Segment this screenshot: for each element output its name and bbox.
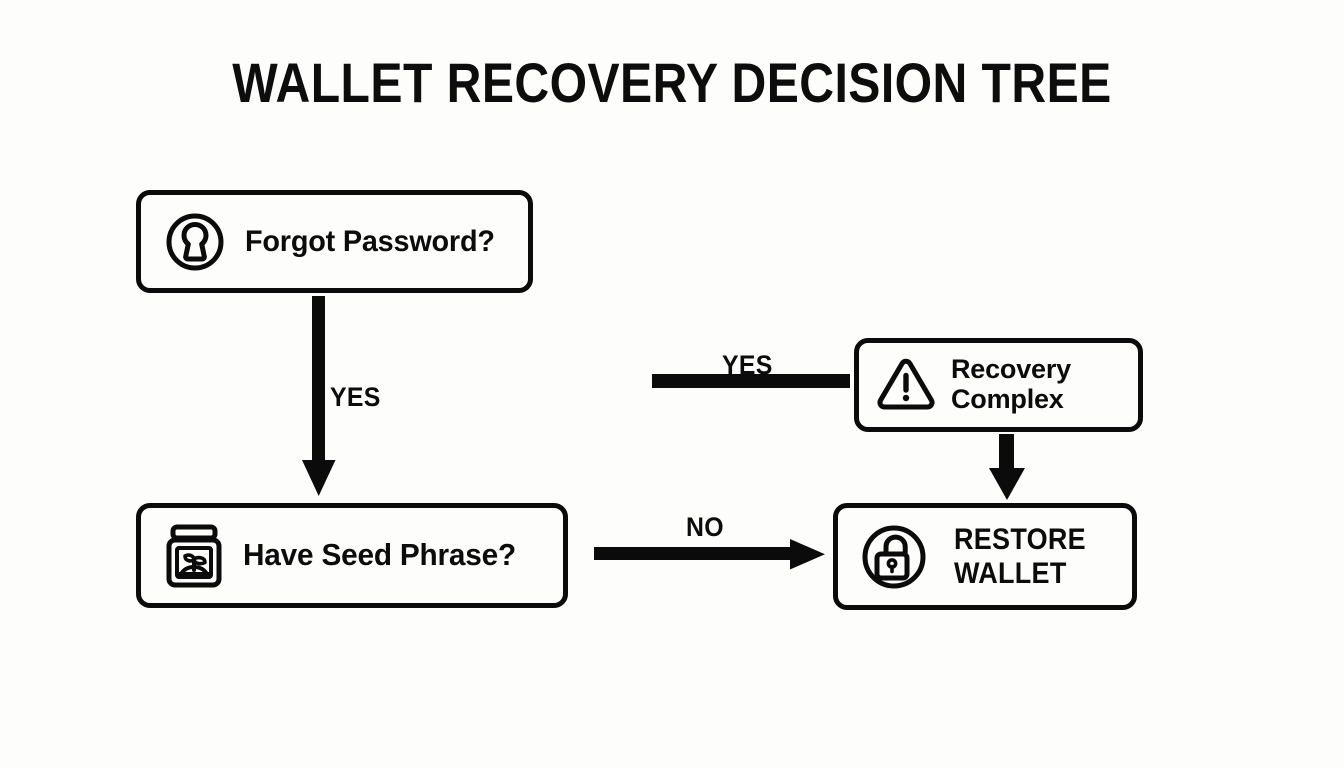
node-recovery-complex[interactable]: Recovery Complex	[854, 338, 1143, 432]
keyhole-icon	[163, 210, 227, 274]
node-recovery-complex-label: Recovery Complex	[951, 354, 1071, 414]
edge-yes-left	[652, 374, 850, 388]
node-forgot-password-label: Forgot Password?	[245, 224, 495, 258]
open-padlock-icon	[858, 521, 930, 593]
edge-complex-down	[985, 434, 1029, 502]
edge-label-no: NO	[686, 512, 724, 542]
edge-yes-down	[300, 296, 348, 500]
node-forgot-password[interactable]: Forgot Password?	[136, 190, 533, 293]
warning-triangle-icon	[875, 356, 937, 414]
edge-label-yes-down: YES	[330, 382, 381, 412]
node-restore-wallet[interactable]: RESTORE WALLET	[833, 503, 1137, 610]
edge-label-yes-left: YES	[722, 350, 773, 380]
node-seed-phrase[interactable]: Have Seed Phrase?	[136, 503, 568, 608]
node-seed-phrase-label: Have Seed Phrase?	[243, 537, 516, 573]
edge-no-right	[594, 535, 834, 581]
seed-jar-icon	[163, 522, 225, 590]
node-restore-wallet-label: RESTORE WALLET	[954, 522, 1086, 590]
page-title: WALLET RECOVERY DECISION TREE	[232, 51, 1112, 114]
